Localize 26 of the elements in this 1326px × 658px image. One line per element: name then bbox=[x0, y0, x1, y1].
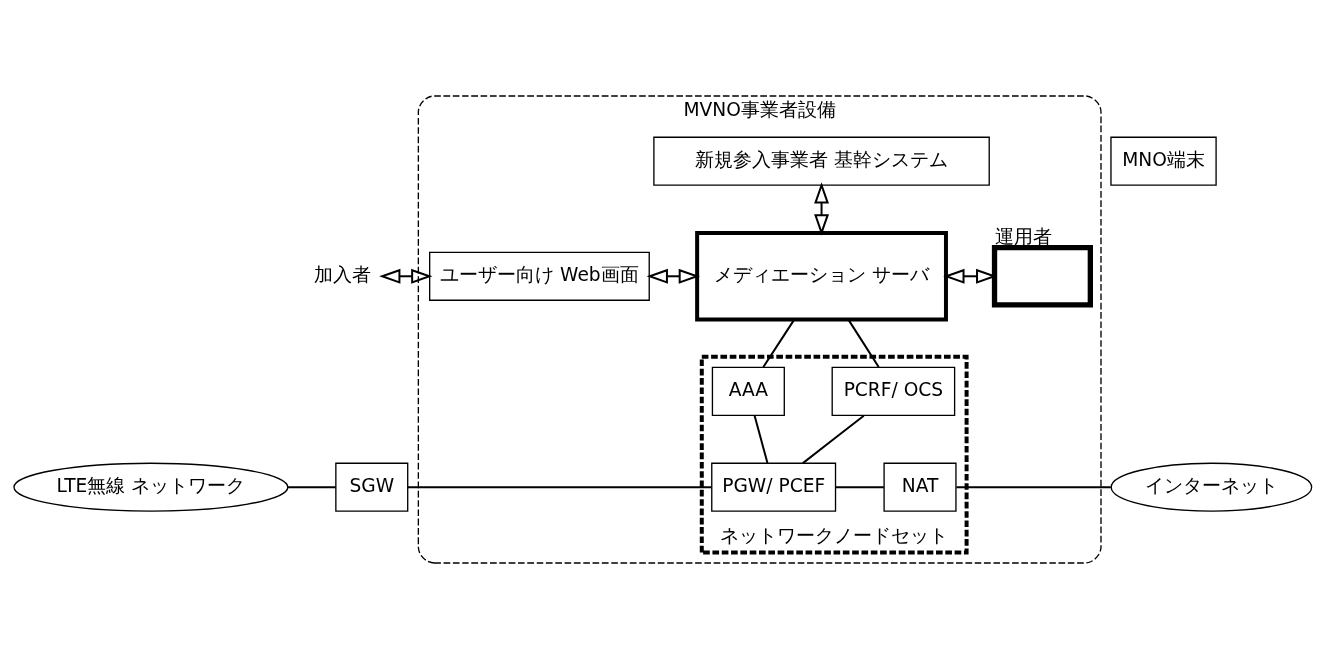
arrow bbox=[646, 268, 700, 284]
node-box: PGW/ PCEF bbox=[711, 462, 837, 512]
node-ellipse: インターネット bbox=[1110, 462, 1313, 512]
node-box bbox=[991, 244, 1093, 308]
connector bbox=[955, 485, 1112, 488]
node-label: 運用者 bbox=[994, 225, 1052, 247]
connector bbox=[834, 485, 885, 488]
connector bbox=[801, 414, 865, 464]
node-box: MNO端末 bbox=[1110, 136, 1217, 186]
node-ellipse: LTE無線 ネットワーク bbox=[13, 462, 289, 512]
node-box: メディエーション サーバ bbox=[695, 230, 948, 321]
connector bbox=[286, 485, 337, 488]
arrow bbox=[379, 268, 433, 284]
connector bbox=[753, 414, 769, 464]
arrow bbox=[814, 181, 829, 236]
connector bbox=[406, 485, 713, 488]
node-box: 新規参入事業者 基幹システム bbox=[653, 136, 990, 186]
connector bbox=[762, 318, 795, 368]
node-box: NAT bbox=[883, 462, 957, 512]
node-text: 加入者 bbox=[314, 263, 372, 285]
node-box: ユーザー向け Web画面 bbox=[429, 251, 650, 301]
node-box: AAA bbox=[711, 366, 785, 416]
connector bbox=[847, 318, 880, 368]
arrow bbox=[943, 268, 998, 284]
node-box: PCRF/ OCS bbox=[831, 366, 956, 416]
node-box: SGW bbox=[335, 462, 409, 512]
